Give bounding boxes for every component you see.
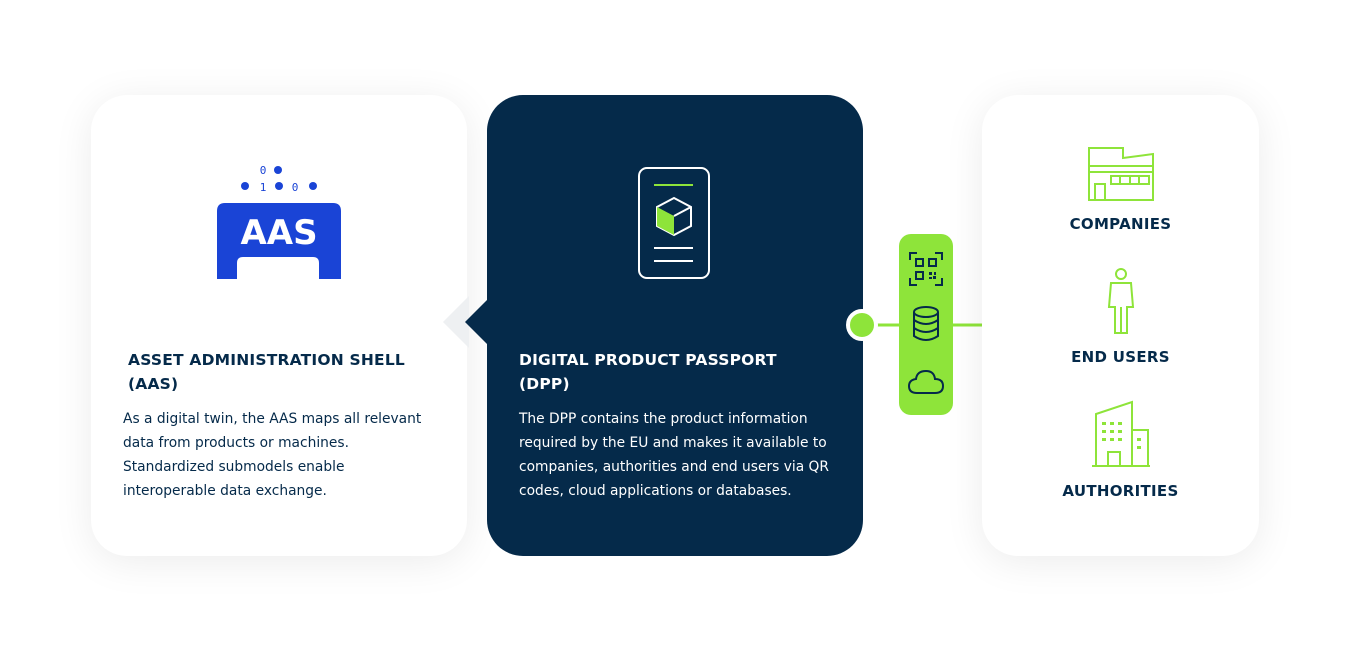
dpp-title-line1: DIGITAL PRODUCT PASSPORT	[519, 351, 777, 369]
dpp-description: The DPP contains the product information…	[519, 411, 829, 499]
connector-dot	[846, 309, 878, 341]
person-icon	[1107, 268, 1135, 334]
aas-logo-text: AAS	[240, 213, 317, 253]
aas-bit-0: 0	[260, 164, 267, 177]
connector-notch	[465, 298, 489, 346]
companies-label: COMPANIES	[1069, 215, 1172, 233]
aas-title-line1: ASSET ADMINISTRATION SHELL	[128, 351, 406, 369]
aas-title: ASSET ADMINISTRATION SHELL (AAS)	[128, 348, 428, 396]
aas-logo-icon: 0 1 0 AAS	[217, 164, 341, 279]
aas-card: 0 1 0 AAS ASSET ADMINISTRATION SHELL (AA…	[91, 95, 467, 556]
aas-title-line2: (AAS)	[128, 375, 179, 393]
aas-bit-2: 0	[292, 181, 299, 194]
office-building-icon	[1092, 400, 1150, 467]
authorities-label: AUTHORITIES	[1062, 482, 1179, 500]
dpp-title: DIGITAL PRODUCT PASSPORT (DPP)	[519, 348, 839, 396]
targets-card: COMPANIES END USERS AUTHORITIES	[982, 95, 1259, 556]
end-users-label: END USERS	[1071, 348, 1170, 366]
dpp-title-line2: (DPP)	[519, 375, 570, 393]
connector-notch-shadow	[443, 296, 469, 348]
channels-panel	[899, 234, 953, 415]
cloud-icon	[908, 369, 944, 394]
factory-building-icon	[1088, 147, 1154, 201]
qr-code-icon	[909, 252, 943, 286]
aas-bit-1: 1	[260, 181, 267, 194]
dpp-card: DIGITAL PRODUCT PASSPORT (DPP) The DPP c…	[487, 95, 863, 556]
aas-description: As a digital twin, the AAS maps all rele…	[123, 411, 422, 499]
database-icon	[913, 306, 939, 341]
product-passport-icon	[638, 167, 710, 279]
